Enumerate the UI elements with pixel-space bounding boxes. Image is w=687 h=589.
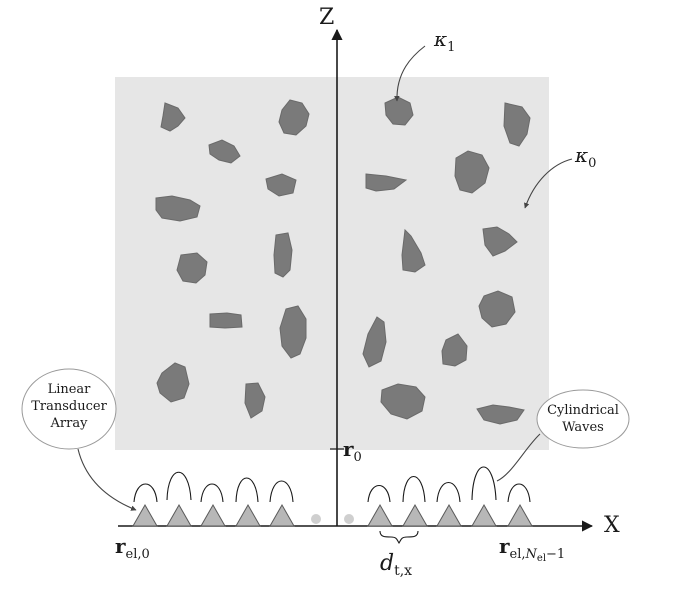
transducer-element xyxy=(235,503,261,527)
inclusion xyxy=(279,305,307,359)
last-element-sub-suffix: −1 xyxy=(546,547,565,562)
last-element-sub-n-sub: el xyxy=(537,553,546,564)
wave-arc xyxy=(367,484,391,503)
inclusion xyxy=(155,195,201,222)
inclusion xyxy=(380,383,426,420)
r0-sub: 0 xyxy=(354,450,362,465)
transducer-element xyxy=(402,503,428,527)
inclusion xyxy=(278,99,310,136)
inclusion xyxy=(401,228,426,273)
pitch-sub: t,x xyxy=(394,563,412,579)
inclusion xyxy=(265,173,297,197)
kappa0-arrow xyxy=(524,158,573,209)
first-element-base: r xyxy=(115,534,126,558)
transducer-element xyxy=(200,503,226,527)
r0-label: r0 xyxy=(343,437,362,465)
transducer-elements xyxy=(132,503,533,527)
kappa1-base: κ xyxy=(433,27,447,51)
pitch-brace xyxy=(379,530,419,544)
inclusion xyxy=(365,173,408,192)
x-axis-label: X xyxy=(604,513,620,538)
last-element-base: r xyxy=(499,534,510,558)
inclusion xyxy=(209,312,243,329)
inclusions xyxy=(155,96,531,425)
first-element-sub: el,0 xyxy=(126,547,150,562)
kappa0-label: κ0 xyxy=(574,143,596,171)
inclusion xyxy=(384,96,414,126)
inclusion xyxy=(244,382,266,419)
waves-callout-line-2: Waves xyxy=(562,420,604,435)
last-element-sub-n: N xyxy=(525,547,538,562)
transducer-element xyxy=(436,503,462,527)
pitch-base: d xyxy=(380,551,394,576)
array-callout-arrow xyxy=(77,448,137,511)
array-callout-line-2: Transducer xyxy=(31,399,107,414)
inclusion xyxy=(208,139,241,164)
inclusion xyxy=(482,226,518,257)
inclusion xyxy=(362,316,387,368)
transducer-element xyxy=(471,503,497,527)
kappa0-sub: 0 xyxy=(588,156,596,171)
inclusion xyxy=(503,102,531,147)
wave-arc xyxy=(436,482,461,503)
ellipsis-dot xyxy=(344,514,354,524)
wave-arc xyxy=(200,483,224,503)
kappa1-label: κ1 xyxy=(433,27,455,55)
wave-arc xyxy=(235,477,259,503)
waves-callout-line-1: Cylindrical xyxy=(547,403,619,418)
wave-arc xyxy=(507,483,531,503)
array-callout-line-1: Linear xyxy=(48,382,92,397)
z-axis-label: Z xyxy=(319,5,334,30)
inclusion xyxy=(476,404,525,425)
wave-arc xyxy=(402,475,426,503)
inclusion xyxy=(273,232,293,278)
array-callout-bubble xyxy=(21,368,117,450)
last-element-sub-prefix: el, xyxy=(510,547,526,562)
inclusion xyxy=(441,333,468,367)
wave-arc xyxy=(133,483,158,503)
r0-base: r xyxy=(343,437,354,461)
array-callout-line-3: Array xyxy=(50,416,89,431)
waves-callout-bubble xyxy=(536,389,630,449)
kappa1-arrow xyxy=(394,45,426,102)
kappa0-base: κ xyxy=(574,143,588,167)
transducer-element xyxy=(132,503,158,527)
transducer-element xyxy=(269,503,295,527)
cylindrical-waves xyxy=(133,466,531,503)
waves-callout-connector xyxy=(496,433,541,482)
pitch-label: dt,x xyxy=(380,551,412,579)
inclusion xyxy=(454,150,490,194)
transducer-element xyxy=(367,503,393,527)
ellipsis-dot xyxy=(311,514,321,524)
wave-arc xyxy=(166,471,192,501)
transducer-element xyxy=(166,503,192,527)
wave-arc xyxy=(269,480,294,503)
first-element-label: rel,0 xyxy=(115,534,150,562)
transducer-element xyxy=(507,503,533,527)
inclusion xyxy=(478,290,516,328)
inclusion xyxy=(156,362,190,403)
last-element-label: rel,Nel−1 xyxy=(499,534,565,564)
inclusion xyxy=(160,102,186,132)
wave-arc xyxy=(471,466,497,501)
kappa1-sub: 1 xyxy=(447,40,455,55)
inclusion xyxy=(176,252,208,284)
